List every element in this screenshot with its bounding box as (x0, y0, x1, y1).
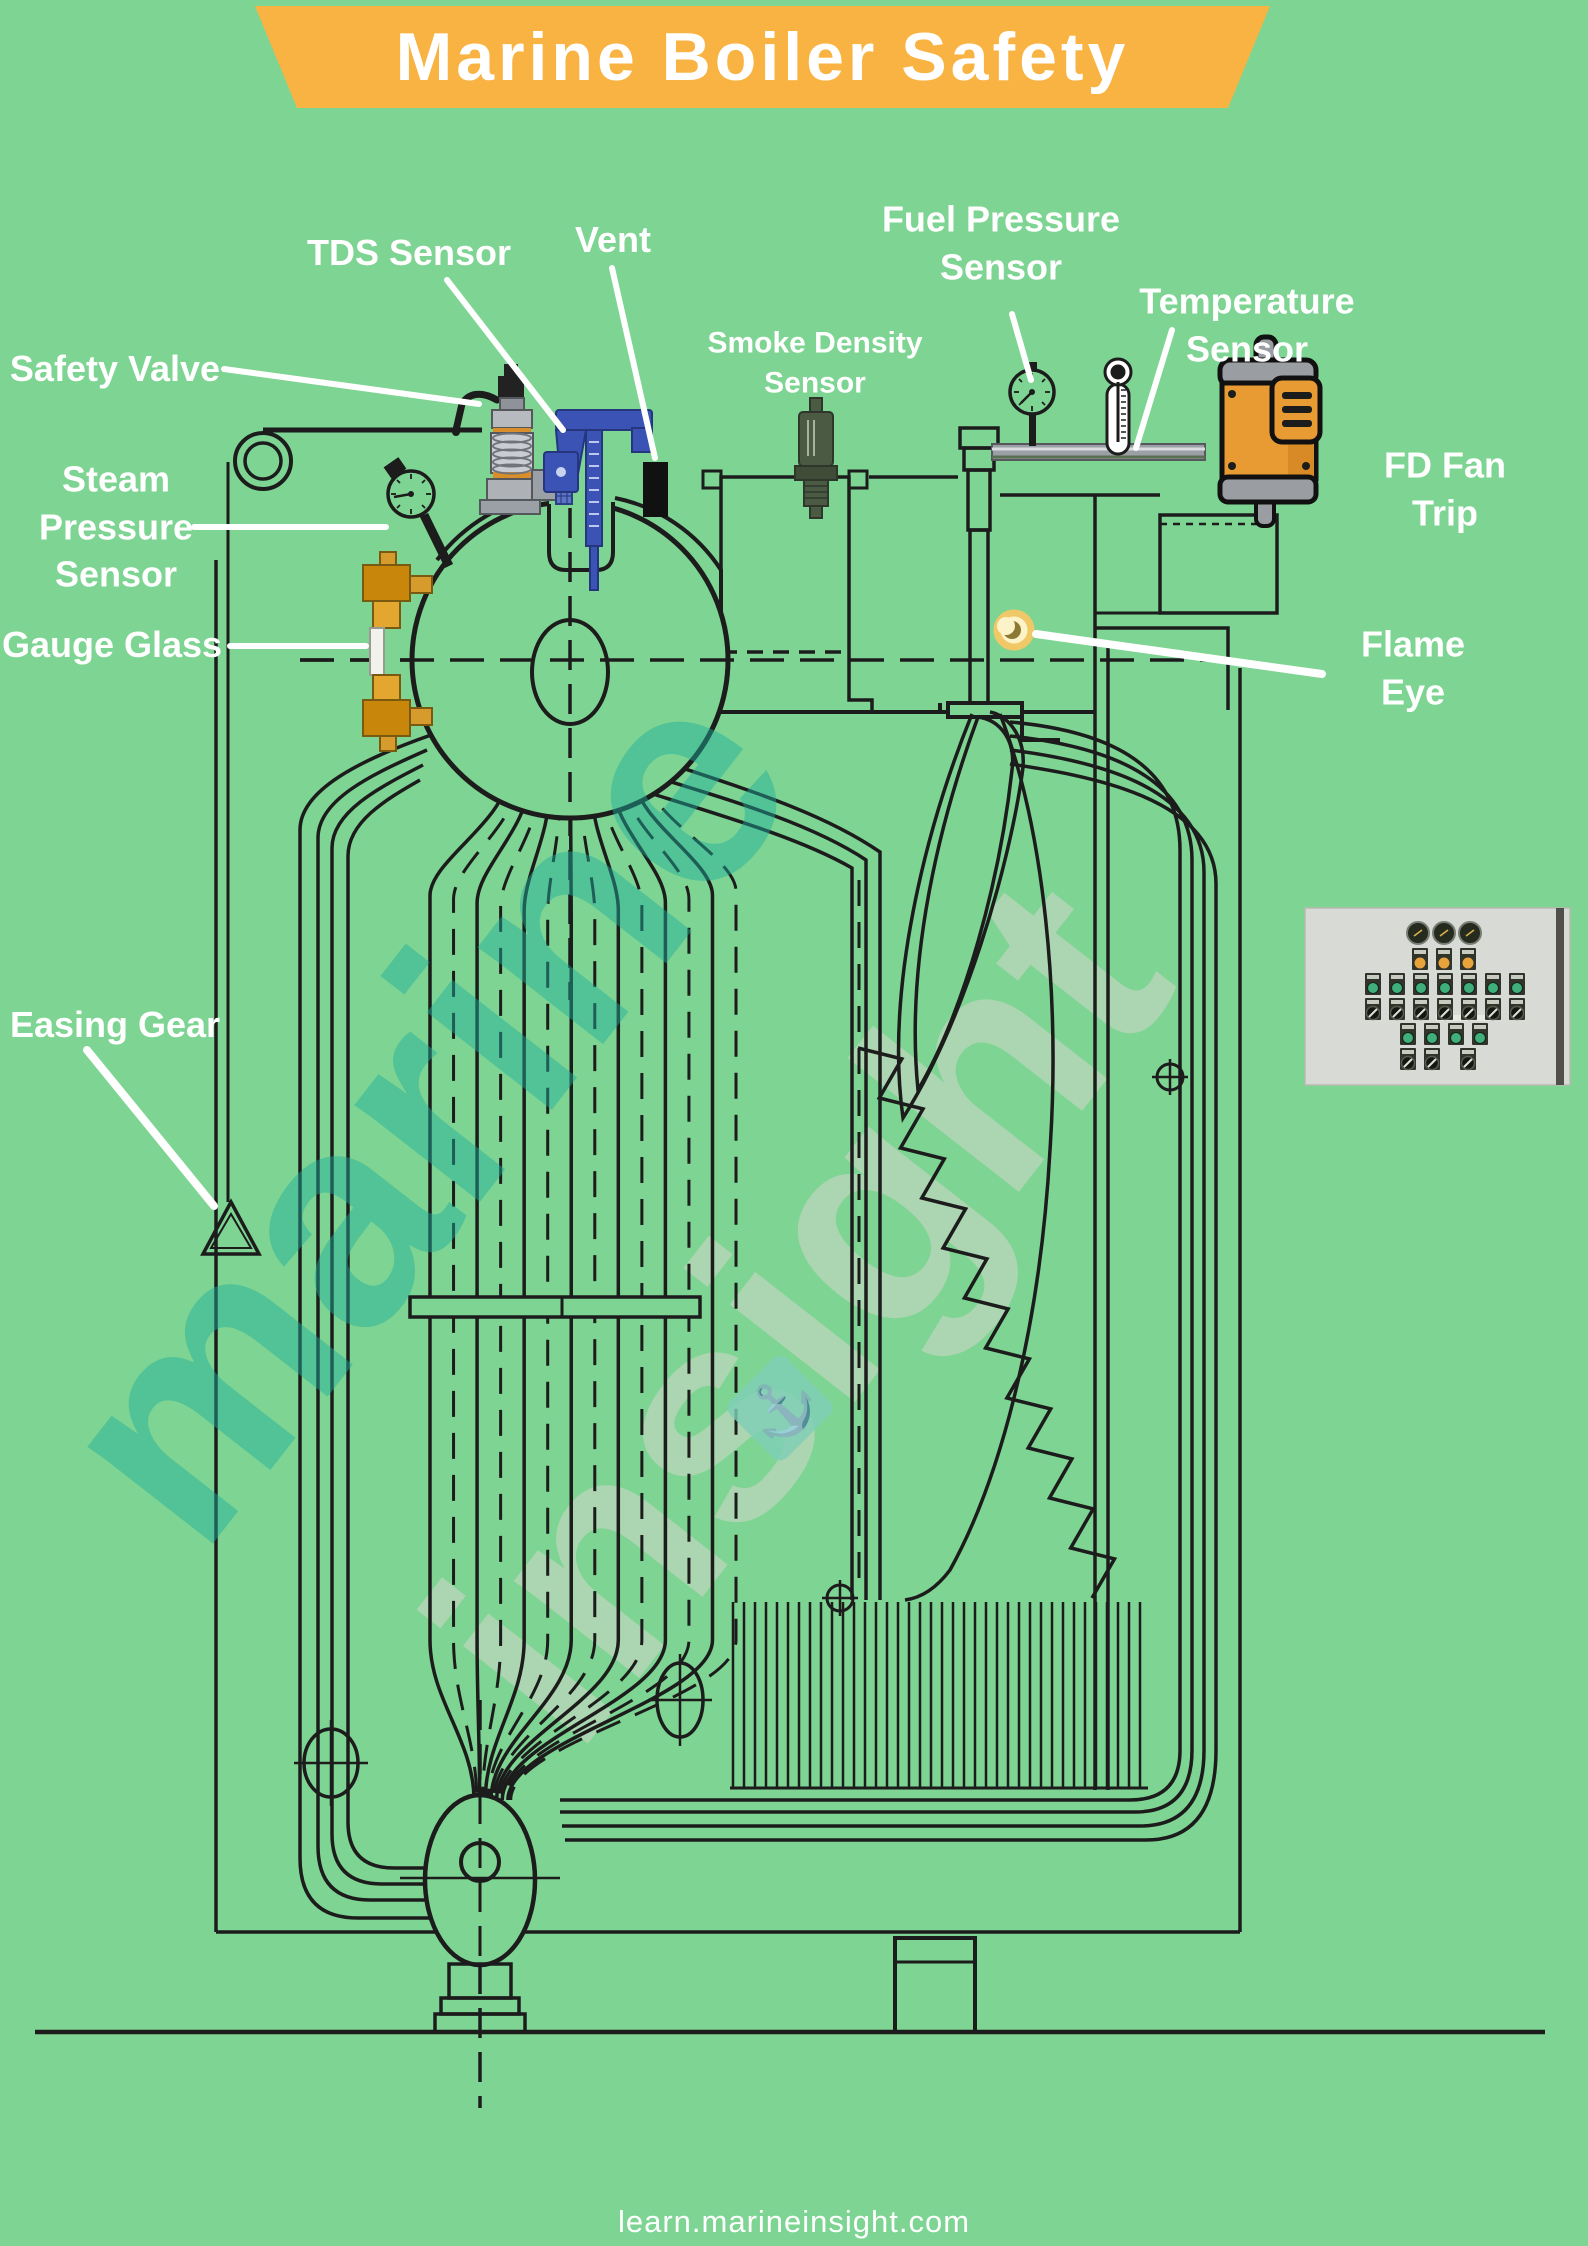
leader-vent (609, 265, 658, 461)
right-downcomer-bank (560, 720, 1218, 1842)
page-title: Marine Boiler Safety (395, 19, 1130, 95)
left-downcomer-bank (298, 733, 450, 1920)
steam-pipe-ring (233, 427, 482, 491)
gauge-glass-graphic (362, 551, 433, 752)
label-safety-valve: Safety Valve (9, 348, 221, 390)
flame-eye-graphic (993, 609, 1035, 651)
burner-flame (896, 710, 1055, 1602)
water-drum (400, 1750, 560, 1968)
uptake-duct (701, 469, 874, 712)
leader-safety-valve (221, 366, 482, 407)
label-fuel-pressure-sensor: Fuel Pressure Sensor (881, 198, 1121, 287)
label-smoke-density-sensor: Smoke Density Sensor (707, 326, 923, 399)
easing-gear-triangle (200, 1198, 262, 1256)
label-tds-sensor: TDS Sensor (306, 232, 512, 274)
fuel-pipe (991, 443, 1206, 461)
thermometer-graphic (1103, 357, 1133, 456)
footer-url: learn.marineinsight.com (617, 2204, 971, 2239)
label-flame-eye: Flame Eye (1360, 623, 1466, 712)
air-box (1158, 513, 1279, 615)
screen-tubes (639, 760, 882, 1600)
label-gauge-glass: Gauge Glass (1, 624, 223, 666)
furnace-floor-hatching (731, 1602, 1142, 1788)
manholes (294, 1059, 1188, 1806)
leader-easing-gear (83, 1046, 218, 1210)
fd-fan-motor-graphic (1217, 334, 1323, 528)
burner-assembly (946, 426, 1024, 719)
steam-pressure-gauge-graphic (383, 457, 454, 568)
leader-flame-eye (1032, 630, 1326, 678)
boiler-line-drawing (35, 426, 1545, 2108)
leader-lines (83, 265, 1326, 1210)
water-tube-bank (428, 771, 738, 1801)
label-easing-gear: Easing Gear (9, 1004, 221, 1046)
casing (214, 462, 1242, 1934)
smoke-density-sensor-graphic (794, 397, 838, 519)
fuel-spray-zigzag (857, 1046, 1118, 1599)
label-temperature-sensor: Temperature Sensor (1139, 280, 1355, 369)
vent-graphic (643, 462, 668, 517)
label-vent: Vent (574, 219, 652, 261)
leader-temperature (1133, 327, 1175, 451)
label-steam-pressure-sensor: Steam Pressure Sensor (38, 458, 194, 595)
tube-band (408, 1295, 702, 1319)
control-panel-photo (1304, 907, 1571, 1086)
title-banner (255, 6, 1270, 108)
leader-tds (444, 277, 566, 433)
fuel-pressure-gauge-graphic (1008, 362, 1056, 446)
label-fd-fan-trip: FD Fan Trip (1384, 444, 1506, 533)
foundation (35, 1936, 1545, 2035)
leader-fuel-pressure (1009, 311, 1034, 383)
